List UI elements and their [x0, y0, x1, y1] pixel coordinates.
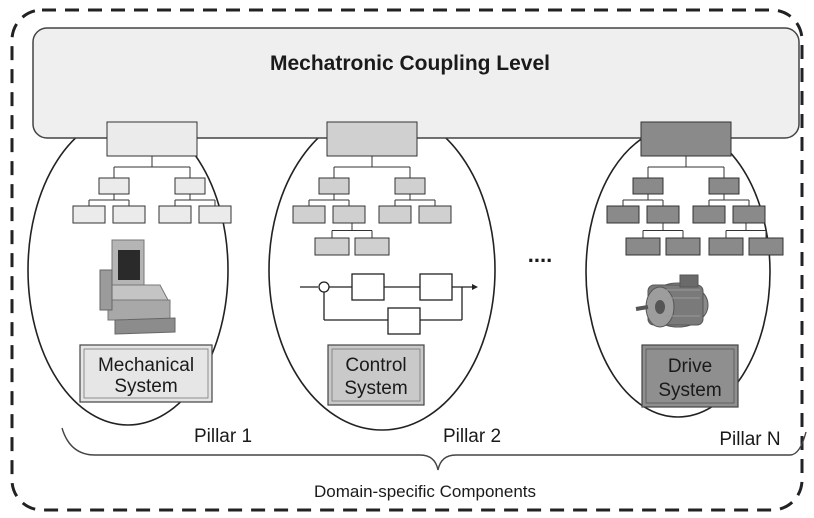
pillar-2-tree-level3-node: [314, 237, 350, 256]
drive-system-label-line1: Drive: [668, 356, 712, 377]
pillar-1-tree-level1-node: [98, 177, 130, 195]
more-pillars-ellipsis: ....: [528, 242, 552, 267]
milling-machine-icon: [99, 239, 176, 335]
drive-system-box: Drive System: [641, 344, 739, 408]
pillar-1-tree-level1-node: [174, 177, 206, 195]
mechanical-system-box: Mechanical System: [79, 344, 213, 403]
control-loop-block-diagram-icon: [300, 273, 478, 335]
pillar-n-tree-level2-node: [692, 205, 726, 224]
pillar-1-tree-level2-node: [112, 205, 146, 224]
electric-motor-icon: [635, 274, 709, 328]
coupling-level-title: Mechatronic Coupling Level: [270, 52, 550, 75]
pillar-n-label: Pillar N: [719, 429, 780, 450]
pillar-2-tree-level1-node: [394, 177, 426, 195]
pillar-n-tree-level2-node: [646, 205, 680, 224]
pillar-2-label: Pillar 2: [443, 426, 501, 447]
pillar-1-label: Pillar 1: [194, 426, 252, 447]
pillar-n-tree-root-node: [640, 121, 732, 157]
drive-system-label-line2: System: [658, 380, 721, 401]
pillar-1-tree-level2-node: [158, 205, 192, 224]
outer-dashed-boundary: [10, 8, 804, 512]
hierarchy-trees: [72, 121, 784, 256]
control-system-label-line2: System: [344, 378, 407, 399]
control-system-box: Control System: [327, 344, 425, 406]
pillar-2-tree-level2-node: [378, 205, 412, 224]
pillar-n-tree-level3-node: [748, 237, 784, 256]
pillar-n-tree-level1-node: [632, 177, 664, 195]
mechanical-system-label-line1: Mechanical: [98, 355, 194, 376]
pillar-2-tree-level1-node: [318, 177, 350, 195]
pillar-n-tree-level3-node: [708, 237, 744, 256]
pillar-1-tree-level2-node: [72, 205, 106, 224]
pillar-2-tree-level2-node: [292, 205, 326, 224]
pillar-n-tree-level3-node: [625, 237, 661, 256]
pillar-1-tree-level2-node: [198, 205, 232, 224]
pillar-2-tree-level2-node: [332, 205, 366, 224]
pillar-2-tree-root-node: [326, 121, 418, 157]
domain-specific-components-caption: Domain-specific Components: [314, 482, 536, 501]
pillar-2-tree-level2-node: [418, 205, 452, 224]
pillar-2-tree-level3-node: [354, 237, 390, 256]
pillar-n-tree-level1-node: [708, 177, 740, 195]
components-curly-brace: [61, 427, 807, 471]
pillar-n-tree-level3-node: [665, 237, 701, 256]
control-system-label-line1: Control: [345, 355, 406, 376]
pillar-1-tree-root-node: [106, 121, 198, 157]
pillar-n-tree-level2-node: [606, 205, 640, 224]
pillar-n-tree-level2-node: [732, 205, 766, 224]
mechanical-system-label-line2: System: [114, 376, 177, 397]
